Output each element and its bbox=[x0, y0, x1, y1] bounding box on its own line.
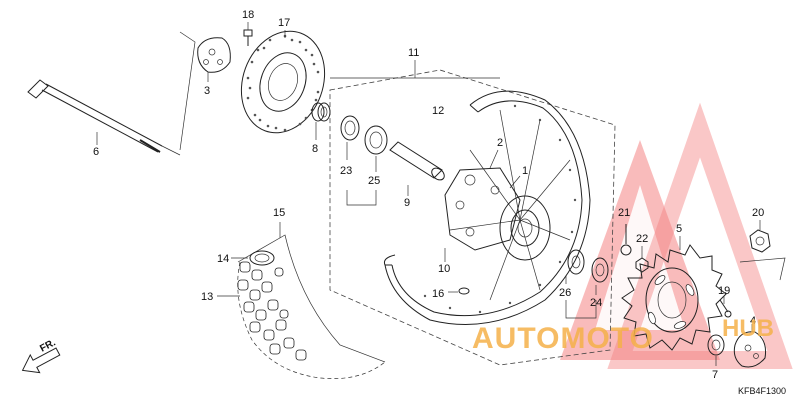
part-18-bolt bbox=[243, 29, 253, 46]
label-12: 12 bbox=[432, 105, 444, 117]
axle-shaft bbox=[27, 79, 163, 153]
label-9: 9 bbox=[404, 197, 410, 209]
label-1: 1 bbox=[522, 165, 528, 177]
part-4-plate bbox=[733, 331, 766, 368]
part-21-bolt bbox=[620, 224, 632, 256]
label-2: 2 bbox=[497, 137, 503, 149]
front-arrow-icon bbox=[21, 347, 61, 374]
rear-sprocket bbox=[621, 244, 727, 351]
wheel-rim bbox=[384, 90, 591, 325]
label-21: 21 bbox=[618, 207, 630, 219]
label-13: 13 bbox=[201, 291, 213, 303]
label-22: 22 bbox=[636, 233, 648, 245]
label-15: 15 bbox=[273, 207, 285, 219]
watermark-logo bbox=[560, 102, 793, 369]
label-16: 16 bbox=[432, 288, 444, 300]
label-26: 26 bbox=[559, 287, 571, 299]
label-10: 10 bbox=[438, 263, 450, 275]
assembly-box-11 bbox=[329, 69, 616, 366]
label-18: 18 bbox=[242, 9, 254, 21]
tire bbox=[237, 234, 386, 379]
label-23: 23 bbox=[340, 165, 352, 177]
part-labels: 1 2 3 4 5 6 7 8 9 10 11 12 13 14 15 16 1… bbox=[93, 9, 764, 381]
svg-text:AUTOMOTO: AUTOMOTO bbox=[472, 322, 654, 355]
label-24: 24 bbox=[590, 297, 602, 309]
wheel-hub bbox=[444, 167, 551, 261]
part-23-seal bbox=[340, 115, 360, 141]
label-3: 3 bbox=[204, 85, 210, 97]
label-14: 14 bbox=[217, 253, 229, 265]
part-3-bracket bbox=[197, 37, 231, 73]
svg-text:HUB: HUB bbox=[722, 315, 774, 342]
part-8-collar bbox=[311, 102, 331, 122]
part-9-spacer bbox=[389, 141, 445, 181]
label-6: 6 bbox=[93, 146, 99, 158]
part-7-washer bbox=[707, 334, 725, 356]
label-19: 19 bbox=[718, 285, 730, 297]
part-16-valve bbox=[458, 287, 470, 295]
part-20-nut bbox=[749, 229, 771, 253]
label-4: 4 bbox=[750, 315, 756, 327]
brake-disc bbox=[240, 30, 326, 134]
label-25: 25 bbox=[368, 175, 380, 187]
watermark-text: AUTOMOTO HUB bbox=[472, 315, 774, 355]
label-5: 5 bbox=[676, 223, 682, 235]
label-20: 20 bbox=[752, 207, 764, 219]
part-19-bolt bbox=[719, 299, 732, 318]
label-7: 7 bbox=[712, 369, 718, 381]
part-26-bearing bbox=[567, 249, 585, 275]
part-24-seal bbox=[591, 257, 609, 283]
part-25-bearing bbox=[364, 125, 388, 155]
label-8: 8 bbox=[312, 143, 318, 155]
diagram-code: KFB4F1300 bbox=[738, 386, 786, 396]
label-17: 17 bbox=[278, 17, 290, 29]
wheel-spokes bbox=[449, 109, 571, 301]
label-11: 11 bbox=[408, 47, 419, 59]
